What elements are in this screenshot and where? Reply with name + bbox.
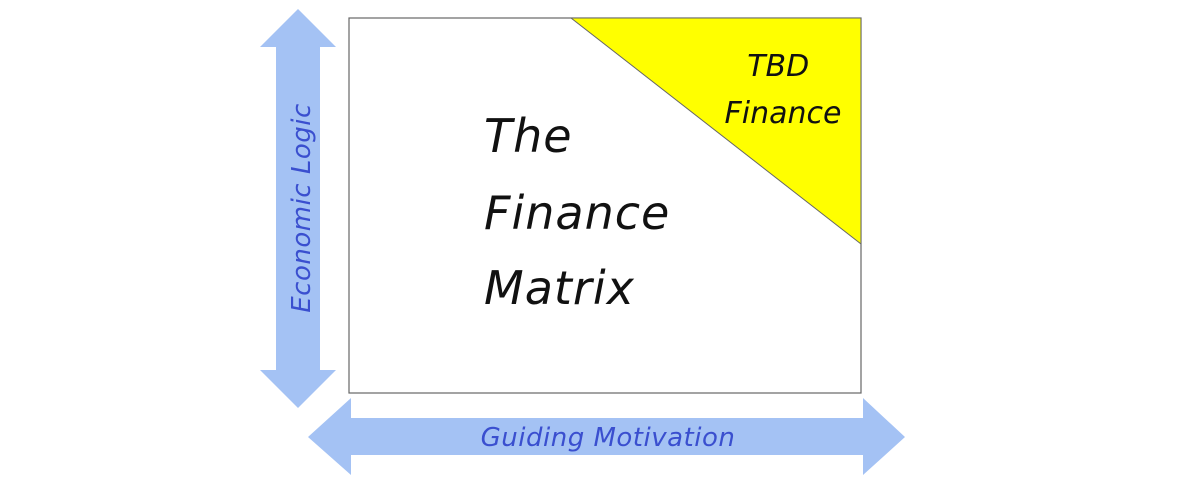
tbd-finance-label: TBD Finance: [725, 49, 842, 131]
matrix-title-line-3: Matrix: [484, 261, 635, 315]
matrix-title: The Finance Matrix: [484, 109, 686, 315]
x-axis-label: Guiding Motivation: [481, 423, 736, 453]
tbd-finance-line-1: TBD: [747, 49, 809, 84]
matrix-title-line-2: Finance: [484, 186, 670, 240]
tbd-finance-triangle: [569, 17, 862, 246]
tbd-finance-line-2: Finance: [725, 96, 842, 131]
y-axis-label: Economic Logic: [287, 103, 317, 313]
matrix-title-line-1: The: [484, 109, 573, 163]
vertical-double-arrow: [260, 9, 336, 408]
horizontal-double-arrow: [308, 398, 905, 475]
